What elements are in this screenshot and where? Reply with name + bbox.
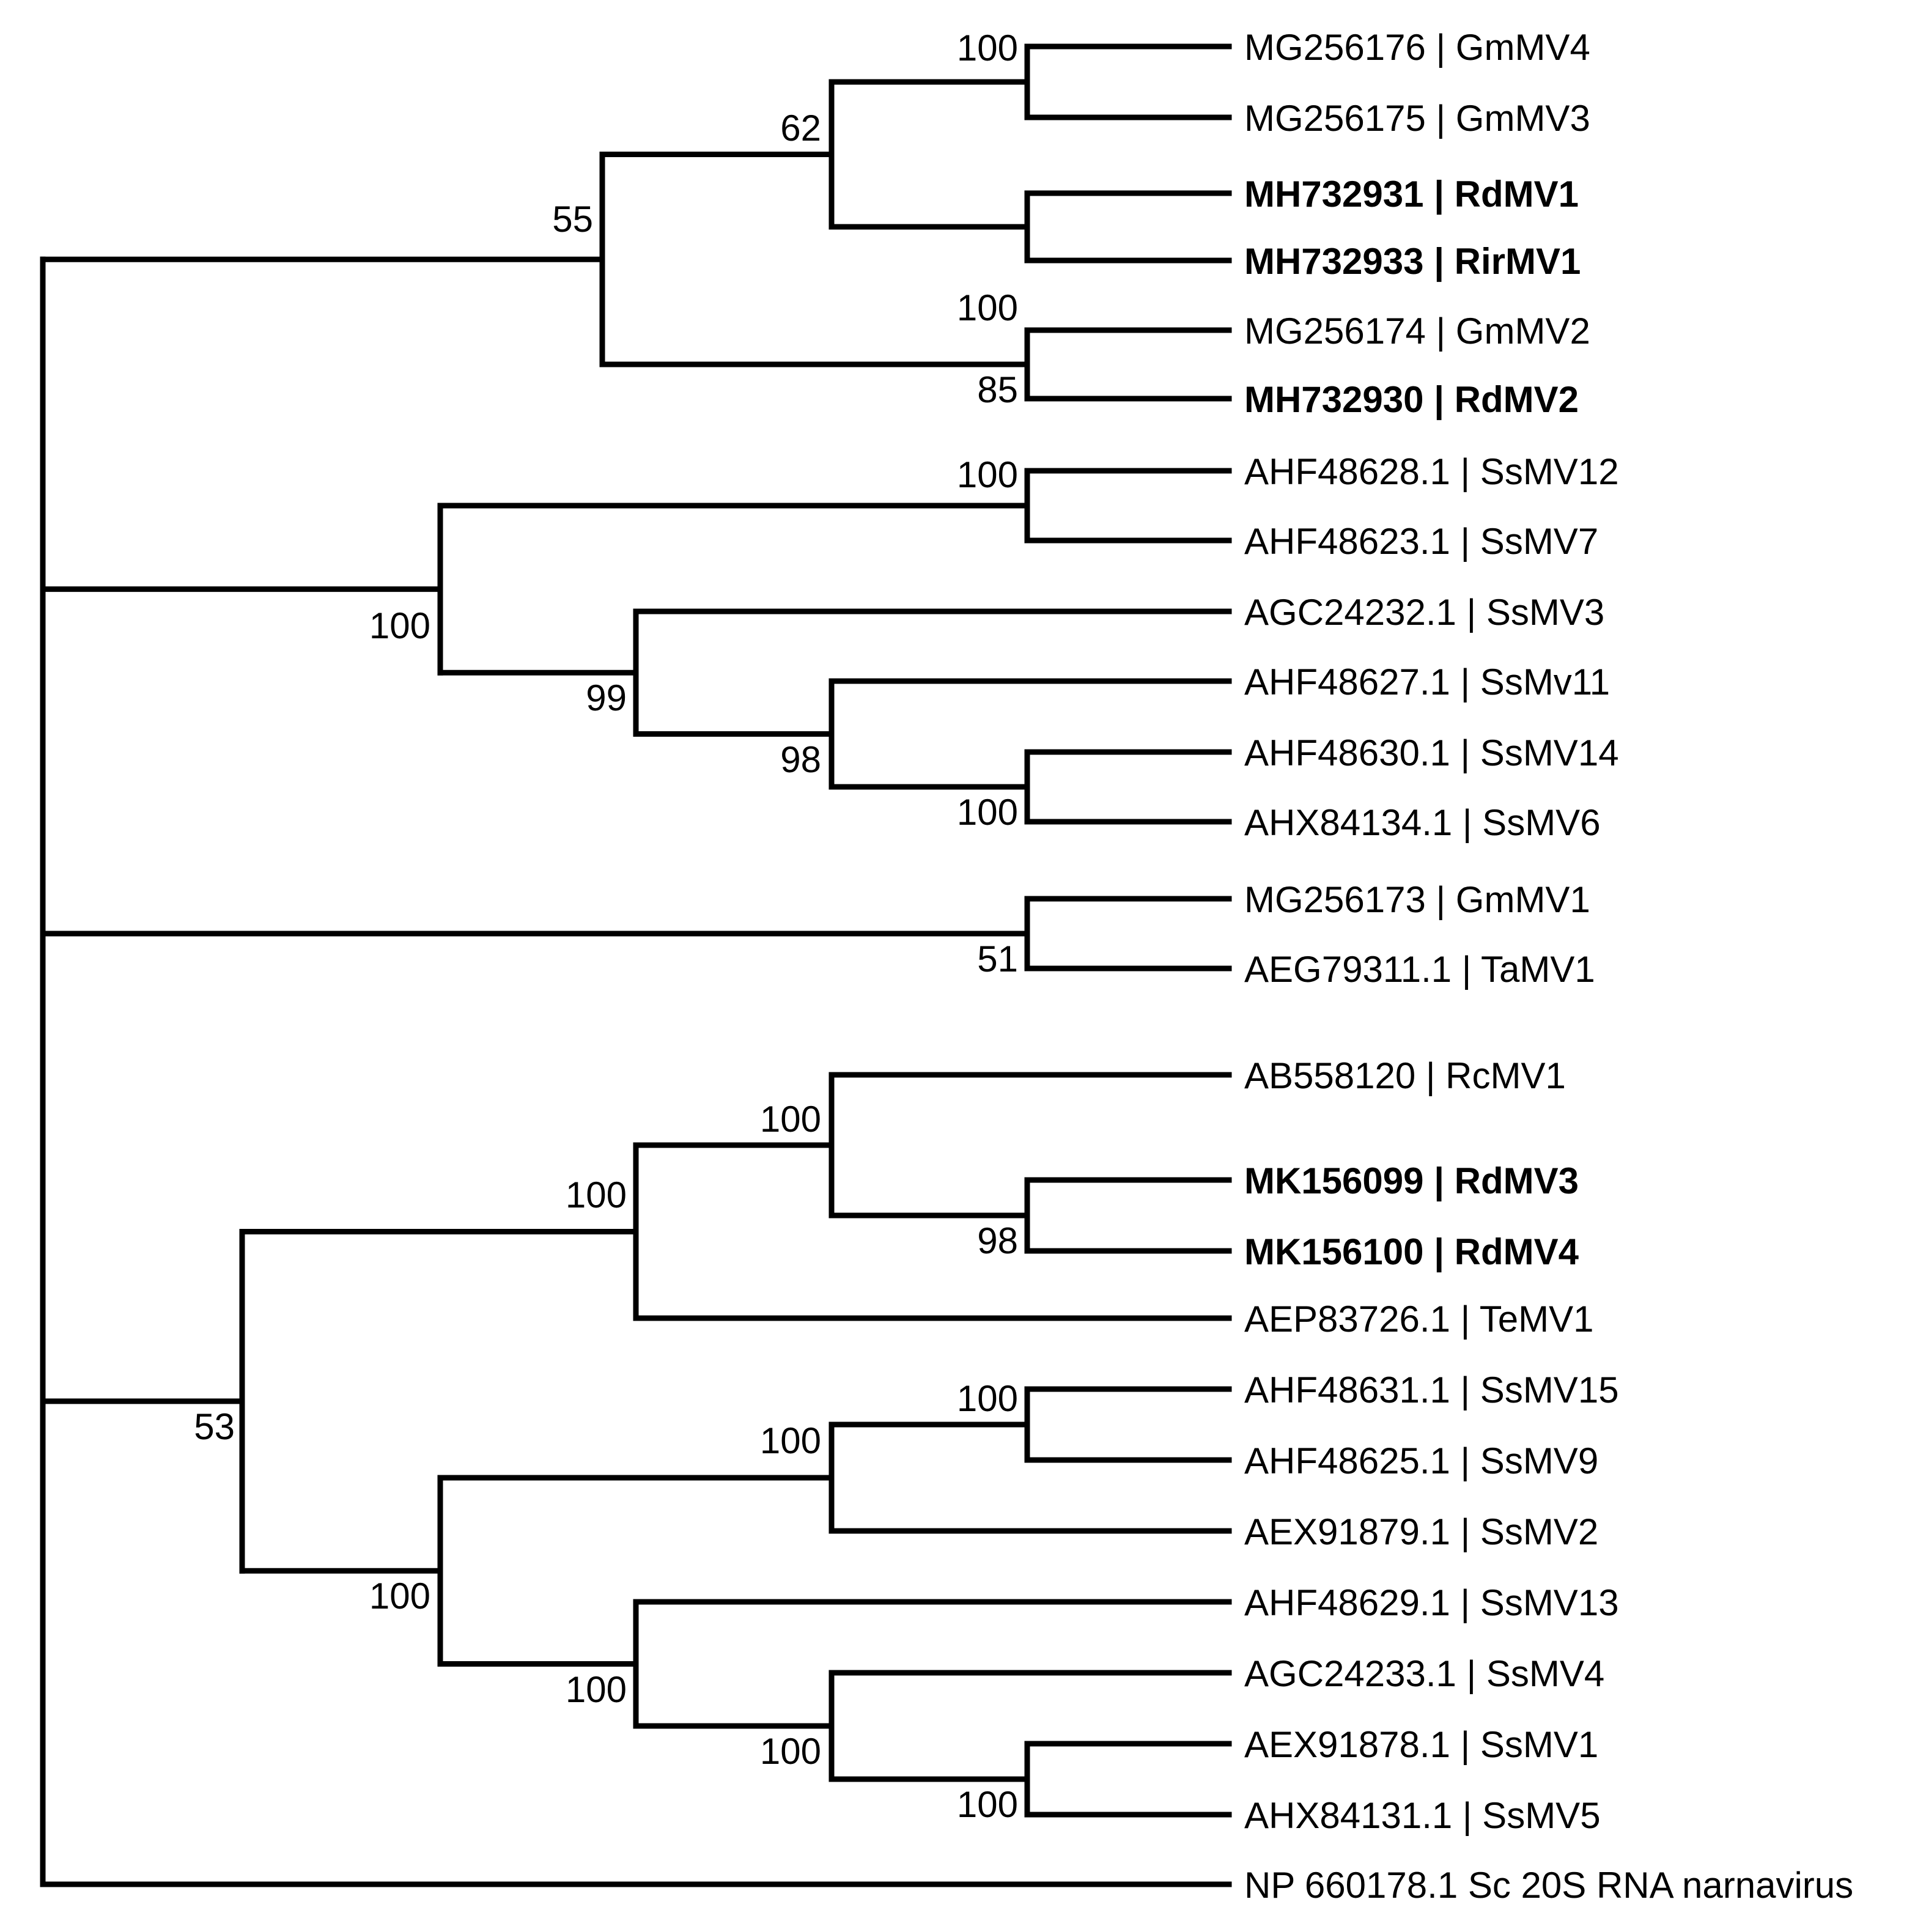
bootstrap-support-label: 62: [780, 108, 821, 149]
taxon-label: MG256176 | GmMV4: [1244, 27, 1590, 68]
bootstrap-support-label: 100: [957, 1378, 1018, 1419]
taxon-label: MH732930 | RdMV2: [1244, 379, 1579, 421]
taxon-label: AEX91878.1 | SsMV1: [1244, 1724, 1598, 1765]
bootstrap-support-label: 55: [552, 199, 593, 240]
taxon-label: MG256173 | GmMV1: [1244, 879, 1590, 920]
bootstrap-support-label: 100: [957, 287, 1018, 328]
taxon-label: AHF48623.1 | SsMV7: [1244, 521, 1598, 562]
bootstrap-support-label: 100: [566, 1174, 627, 1215]
taxon-label: AHF48629.1 | SsMV13: [1244, 1582, 1619, 1623]
tree-branches: [40, 43, 1232, 1887]
bootstrap-support-label: 100: [760, 1731, 821, 1772]
bootstrap-support-label: 51: [977, 938, 1018, 979]
bootstrap-support-label: 85: [977, 369, 1018, 410]
taxon-label: MK156099 | RdMV3: [1244, 1160, 1579, 1202]
taxon-label: NP 660178.1 Sc 20S RNA narnavirus: [1244, 1865, 1853, 1906]
taxon-label: AHF48625.1 | SsMV9: [1244, 1440, 1598, 1481]
phylogenetic-tree: 100 62 55 100 85 100 100 99 98 100 51 100 100 98 100 10…: [40, 27, 1853, 1906]
taxon-label: AEX91879.1 | SsMV2: [1244, 1511, 1598, 1552]
taxon-label: AHX84134.1 | SsMV6: [1244, 802, 1601, 843]
bootstrap-support-label: 100: [566, 1669, 627, 1710]
phylogenetic-tree-figure: 100 62 55 100 85 100 100 99 98 100 51 100 100 98 100 10…: [24, 10, 1915, 1922]
bootstrap-support-label: 98: [977, 1220, 1018, 1261]
taxon-label: AEG79311.1 | TaMV1: [1244, 949, 1595, 990]
taxon-label: AEP83726.1 | TeMV1: [1244, 1299, 1594, 1340]
taxon-label: MH732933 | RirMV1: [1244, 241, 1581, 282]
taxon-label: MH732931 | RdMV1: [1244, 174, 1579, 215]
taxon-label: AHX84131.1 | SsMV5: [1244, 1795, 1601, 1836]
taxon-label: AGC24233.1 | SsMV4: [1244, 1653, 1604, 1694]
taxon-label: MG256175 | GmMV3: [1244, 98, 1590, 139]
bootstrap-support-label: 98: [780, 739, 821, 780]
taxon-label: AHF48627.1 | SsMv11: [1244, 662, 1610, 702]
bootstrap-support-label: 100: [369, 1576, 430, 1617]
taxon-label: AHF48631.1 | SsMV15: [1244, 1370, 1619, 1410]
bootstrap-support-label: 100: [369, 605, 430, 646]
bootstrap-support-label: 100: [957, 454, 1018, 495]
taxon-label: AGC24232.1 | SsMV3: [1244, 592, 1604, 633]
bootstrap-support-label: 100: [957, 1784, 1018, 1825]
bootstrap-support-label: 100: [957, 792, 1018, 833]
bootstrap-support-label: 100: [957, 28, 1018, 68]
taxon-label: MK156100 | RdMV4: [1244, 1231, 1579, 1273]
bootstrap-support-label: 100: [760, 1099, 821, 1140]
bootstrap-supports: 100 62 55 100 85 100 100 99 98 100 51 100 100 98 100 10…: [194, 28, 1018, 1825]
taxon-label: AB558120 | RcMV1: [1244, 1055, 1566, 1096]
taxon-label: AHF48630.1 | SsMV14: [1244, 732, 1619, 773]
bootstrap-support-label: 100: [760, 1420, 821, 1461]
taxon-label: AHF48628.1 | SsMV12: [1244, 451, 1619, 492]
bootstrap-support-label: 53: [194, 1406, 235, 1447]
bootstrap-support-label: 99: [586, 677, 627, 718]
taxon-label: MG256174 | GmMV2: [1244, 311, 1590, 352]
